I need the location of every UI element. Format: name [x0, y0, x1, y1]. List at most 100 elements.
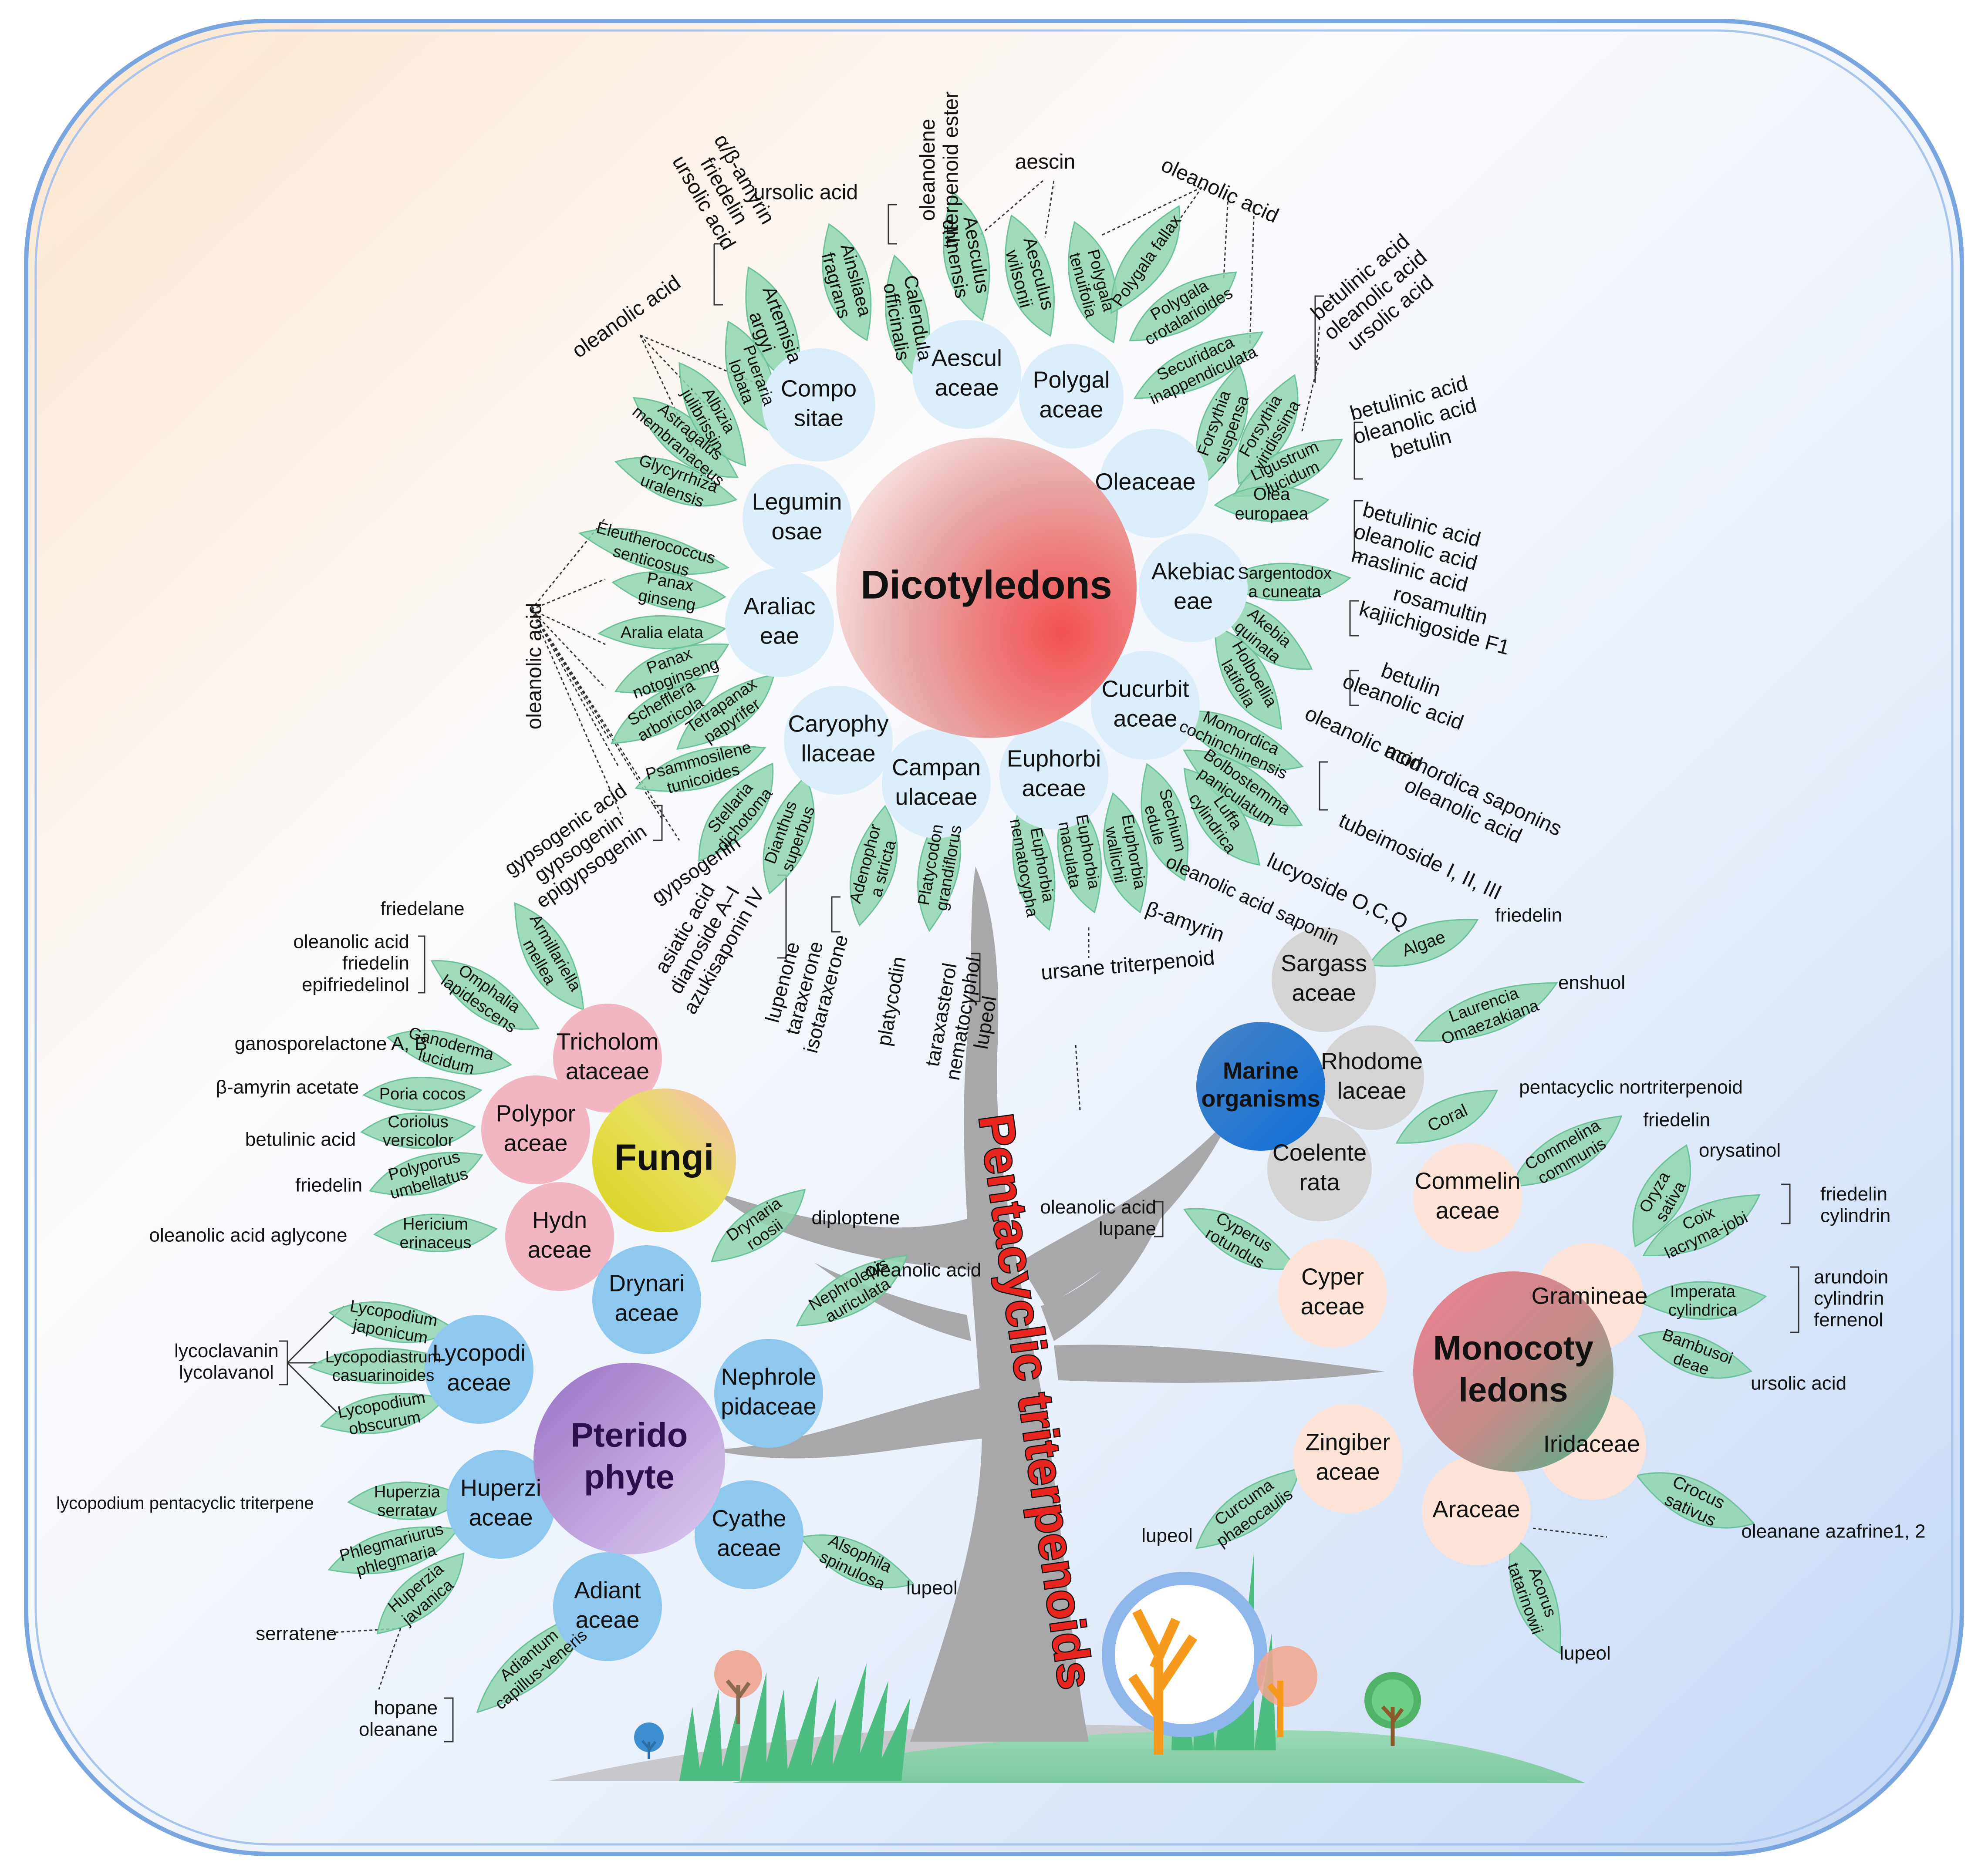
compound-huperzia_serr: lycopodium pentacyclic triterpene: [56, 1494, 314, 1513]
leaf-crocus: [1635, 1472, 1755, 1529]
label-line: oleanolic acid aglycone: [149, 1225, 348, 1246]
leaf-akebia: [1217, 597, 1313, 670]
hub-label-dicotyledons: Dicotyledons: [861, 563, 1112, 607]
label-line: Caryophy: [788, 711, 888, 737]
leaf-aesc_chinensis: [943, 191, 990, 321]
family-compositae[interactable]: [762, 348, 875, 462]
hub-monocotyledons[interactable]: [1413, 1271, 1613, 1472]
family-cyperaceae[interactable]: [1278, 1239, 1387, 1348]
compound-poria: β-amyrin acetate: [216, 1077, 359, 1098]
family-caryophyllaceae[interactable]: [784, 686, 893, 795]
label-line: ledons: [1458, 1371, 1568, 1409]
family-coelenterata[interactable]: [1267, 1117, 1372, 1221]
leaf-euph_wallichii: [1103, 792, 1148, 913]
leaf-sechium: [1141, 763, 1189, 881]
leaf-astragalus: [632, 397, 739, 478]
leaf-securidaca: [1133, 331, 1264, 399]
label-line: europaea: [1235, 504, 1309, 523]
label-line: oleanane: [359, 1719, 438, 1740]
hub-dicotyledons[interactable]: [836, 438, 1137, 738]
label-line: Polypor: [496, 1100, 575, 1126]
leaf-bambusoideae: [1637, 1331, 1752, 1379]
family-lycopodiaceae[interactable]: [425, 1315, 533, 1424]
species-aralia: Aralia elata: [621, 624, 704, 642]
hub-fungi[interactable]: [592, 1089, 736, 1232]
label-line: triterpenoid ester: [940, 91, 963, 248]
leaf-ainsliaea: [822, 223, 872, 341]
compound-coriolus: betulinic acid: [245, 1129, 356, 1150]
family-label-iridaceae: Iridaceae: [1543, 1431, 1640, 1457]
label-line: lupeol: [1559, 1643, 1610, 1664]
label-line: oleanolic acid: [1040, 1197, 1156, 1218]
hub-label-pteridophyte: Pterido phyte: [571, 1416, 688, 1496]
family-oleaceae[interactable]: [1100, 429, 1208, 538]
family-campanulaceae[interactable]: [882, 729, 991, 838]
label-line: Marine: [1223, 1058, 1299, 1084]
family-adiantaceae[interactable]: [553, 1552, 662, 1661]
label-line: Sargass: [1281, 950, 1367, 976]
family-drynariaceae[interactable]: [592, 1245, 701, 1354]
family-euphorbiaceae[interactable]: [999, 721, 1108, 829]
family-araceae[interactable]: [1422, 1456, 1531, 1565]
family-polyporaceae[interactable]: [481, 1075, 590, 1184]
family-akebiaceae[interactable]: [1139, 533, 1248, 642]
leaf-nephrolepis: [796, 1254, 908, 1327]
label-line: hopane: [374, 1697, 438, 1719]
family-zingiberaceae[interactable]: [1293, 1404, 1402, 1513]
leaf-hericium: [373, 1213, 498, 1252]
label-line: betulinic acid: [245, 1129, 356, 1150]
hub-pteridophyte[interactable]: [533, 1363, 725, 1554]
label-line: Aralia elata: [621, 624, 704, 642]
label-line: cylindrica: [1668, 1301, 1738, 1319]
family-hydnaceae[interactable]: [505, 1182, 614, 1291]
label-line: lycopodium pentacyclic triterpene: [56, 1494, 314, 1513]
label-line: aceae: [503, 1130, 567, 1156]
hub-marine-organisms[interactable]: [1196, 1022, 1325, 1151]
family-rhodomelaceae[interactable]: [1320, 1025, 1424, 1130]
family-sargassaceae[interactable]: [1272, 927, 1376, 1032]
family-tricholomataceae[interactable]: [553, 1004, 662, 1112]
compound-coral: pentacyclic nortriterpenoid: [1519, 1077, 1743, 1098]
label-line: Pterido: [571, 1416, 688, 1454]
label-line: Campan: [892, 754, 981, 780]
label-line: sitae: [794, 405, 844, 431]
leaf-polygala_fallax: [1110, 205, 1181, 314]
label-line: Nephrole: [721, 1364, 816, 1390]
label-line: phyte: [584, 1458, 675, 1496]
family-leguminosae[interactable]: [743, 464, 851, 573]
hub-label-fungi: Fungi: [614, 1137, 714, 1178]
label-line: Araceae: [1432, 1496, 1520, 1522]
leaf-psammosilene: [635, 745, 766, 792]
family-huperziaceae[interactable]: [446, 1450, 555, 1559]
label-line: aceae: [1316, 1459, 1380, 1485]
label-line: oleanolene: [916, 119, 939, 221]
label-line: pentacyclic nortriterpenoid: [1519, 1077, 1743, 1098]
pterido-family-circles: [425, 1245, 823, 1661]
label-line: Cucurbit: [1101, 676, 1189, 702]
family-label-cucurbitaceae: Cucurbit aceae: [1101, 676, 1189, 731]
family-nephrolepidaceae[interactable]: [714, 1339, 823, 1448]
family-commelinaceae[interactable]: [1413, 1143, 1522, 1252]
label-line: Coriolus: [388, 1113, 448, 1131]
label-line: epifriedelinol: [302, 974, 409, 995]
family-aesculaceae[interactable]: [912, 320, 1021, 429]
label-line: aceae: [1113, 705, 1177, 731]
label-line: casuarinoides: [332, 1366, 434, 1385]
leaf-algae: [1367, 919, 1479, 967]
family-polygalaceae[interactable]: [1019, 344, 1124, 448]
label-line: eae: [760, 623, 799, 649]
family-araliaceae[interactable]: [725, 568, 834, 677]
family-cucurbitaceae[interactable]: [1091, 651, 1200, 760]
family-cyatheaceae[interactable]: [695, 1480, 803, 1589]
leaf-polygala_crot: [1129, 271, 1237, 342]
